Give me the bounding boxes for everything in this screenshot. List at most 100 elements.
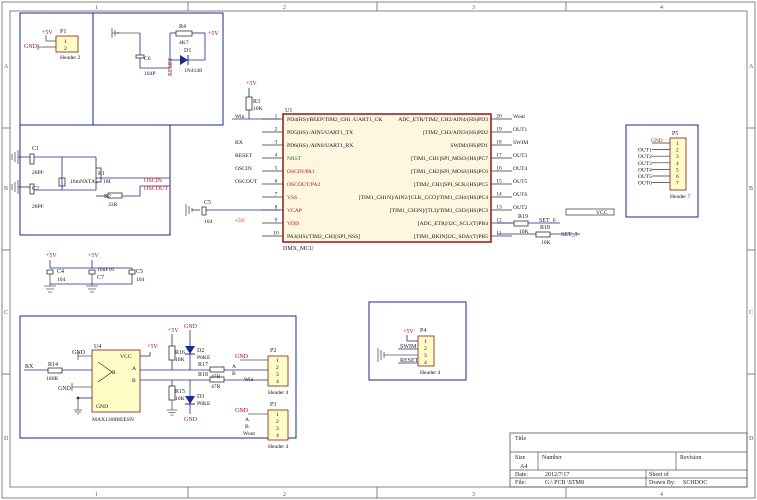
mcu-pin-16-number: 16	[496, 166, 502, 172]
r17-designator: R17	[198, 362, 208, 368]
d1-diode-icon	[180, 55, 188, 65]
mcu-net-3: RX	[235, 140, 243, 146]
r14-designator: R14	[48, 362, 58, 368]
header-p3-gnd: GND	[235, 408, 249, 414]
mcu-pin-17-label: [TIM1_CH1]SPI_MISO/(HS)PC7	[411, 155, 488, 162]
r1-value: 1M	[103, 179, 111, 185]
set-resistors: R19 10K SET_6 R18 10K SET_3 VCC	[497, 208, 615, 246]
mcu-pin-17-number: 17	[496, 153, 502, 159]
file-label: File:	[515, 480, 526, 486]
header-p5-name: Header 7	[670, 194, 691, 200]
zone-top-3: 3	[472, 5, 475, 11]
c7-capacitor	[88, 269, 96, 275]
mcu-net-16: OUT4	[513, 166, 527, 172]
c1-designator: C1	[32, 146, 39, 152]
r18-resistor	[209, 376, 225, 383]
d3-value: P6KE	[197, 401, 211, 407]
header-p1-net-5v: +5V	[42, 30, 53, 36]
rs485-gnd-1: GND	[72, 350, 86, 356]
mcu-designator: U1	[285, 108, 292, 114]
r18-value: 47R	[211, 384, 221, 390]
number-label: Number	[542, 455, 562, 461]
r3-designator: R3	[253, 99, 260, 105]
zone-right-b: B	[749, 186, 753, 192]
r2-designator: R2	[104, 194, 111, 200]
mcu-pin-14-label: [TIM1_CH1N]/AIN2/[CLK_CCO]/TIM1_CH4/(HS)…	[359, 194, 488, 201]
header-p3-pin-4: 4	[276, 433, 279, 439]
header-p3-designator: P3	[270, 402, 276, 408]
box-swim-section	[368, 301, 467, 381]
c1-capacitor	[29, 153, 35, 165]
mcu-pin-19-number: 19	[496, 127, 502, 133]
header-p2-pin-1: 1	[276, 358, 279, 364]
mcu-net-18: SWIM	[513, 140, 528, 146]
header-p1-name: Header 2	[60, 55, 81, 61]
header-p5-net-1: GND	[651, 138, 663, 144]
header-p5-pin-3: 3	[676, 154, 679, 160]
xtal-value: 16mNXTAL	[70, 179, 99, 185]
zone-right-a: A	[749, 64, 754, 70]
zone-left-d: D	[4, 436, 9, 442]
header-p3-net-wout: Wout	[243, 431, 255, 437]
mcu-net-9: +5V	[235, 218, 245, 224]
header-p4: P4 1 2 3 4 Header 4 +5V SWIM RESET	[377, 328, 441, 376]
r1-resistor	[95, 167, 102, 183]
mcu-pin-5-number: 5	[275, 166, 278, 172]
set3-label: SET_3	[561, 232, 578, 238]
r14-resistor	[47, 367, 63, 374]
mcu-pin-10-label: PA3(HS)/TIM2_CH3[SPI_NSS]	[287, 233, 360, 240]
header-p4-pin-1: 1	[424, 339, 427, 345]
d1-value: 1N4148	[184, 68, 202, 74]
zone-left-c: C	[4, 310, 8, 316]
header-p2-gnd: GND	[235, 354, 249, 360]
mcu-pin-18-label: SWIM/(HS)PD1	[450, 142, 488, 149]
mcu-pin-1-number: 1	[275, 114, 278, 120]
c5-decoupling: C5 104	[185, 200, 280, 225]
r14-value: 100R	[46, 376, 58, 382]
header-p5-net-2: OUT1	[638, 148, 652, 154]
zone-bottom-3: 3	[472, 492, 475, 498]
mcu-pin-11-number: 11	[496, 231, 501, 237]
header-p4-pin-4: 4	[424, 360, 427, 366]
rs485-gnd-2: GND	[58, 386, 72, 392]
size-value: A4	[520, 464, 527, 470]
box-clock-section	[19, 124, 171, 236]
title-block: Title Size A4 Number Revision Date: 2012…	[509, 432, 748, 488]
mcu-net-1: Win	[235, 114, 245, 120]
d1-designator: D1	[184, 48, 191, 54]
r3-net-5v: +5V	[246, 81, 257, 87]
c5-ground	[185, 204, 193, 216]
header-p1: P1 1 2 Header 2 +5V GND	[24, 29, 81, 61]
header-p3-net-b: B	[245, 424, 249, 430]
c1-value: 20PF	[32, 170, 44, 176]
u4-pin-gnd: GND	[96, 404, 108, 410]
mcu-pin-9-label: VDD	[287, 221, 299, 227]
mcu-pin-6-label: OSCOUT/PA2	[287, 182, 321, 188]
mcu-pin-15-label: [TIM2_CH1]SPI_SCK/(HS)PC5	[414, 181, 488, 188]
mcu-pin-2-label: PD5(HS) /AIN5/UART1_TX	[287, 129, 353, 136]
header-p3-body	[267, 409, 289, 441]
file-value: G:\ PCB \STM8	[545, 480, 584, 486]
zone-bottom-2: 2	[283, 492, 286, 498]
c2-value: 20PF	[32, 204, 44, 210]
drawn-file: SCHDOC	[683, 480, 707, 486]
header-p3-net-a: A	[245, 417, 249, 423]
mcu-pin-6-number: 6	[275, 179, 278, 185]
mcu-net-20: Wout	[513, 114, 525, 120]
header-p2-net-a: A	[232, 364, 236, 370]
mcu-pin-12-label: [ADC_ETR]/I2C_SCL/(T)PB4	[418, 220, 488, 227]
zone-left-a: A	[4, 64, 9, 70]
rs485-rx-label: RX	[25, 364, 34, 370]
mcu-pin-2-number: 2	[275, 127, 278, 133]
header-p1-pin-2: 2	[64, 46, 67, 52]
header-p1-net-gnd: GND	[24, 44, 38, 50]
header-p4-net-swim: SWIM	[400, 344, 417, 350]
header-p5-net-5: OUT4	[638, 167, 652, 173]
u4-part: MAX1308BEESN	[92, 417, 134, 423]
mcu-pin-16-label: [TIM1_CH2]SPI_MOSI/(HS)PC6	[411, 168, 488, 175]
date-value: 2012/7/17	[545, 472, 569, 478]
header-p5-net-4: OUT3	[638, 161, 652, 167]
mcu-pin-14-number: 14	[496, 192, 502, 198]
d2-value: P6KE	[197, 355, 211, 361]
mcu-pin-13-label: [TIM1_CH3N]/[TLI]/TIM1_CH3/(HS)PC3	[390, 207, 488, 214]
